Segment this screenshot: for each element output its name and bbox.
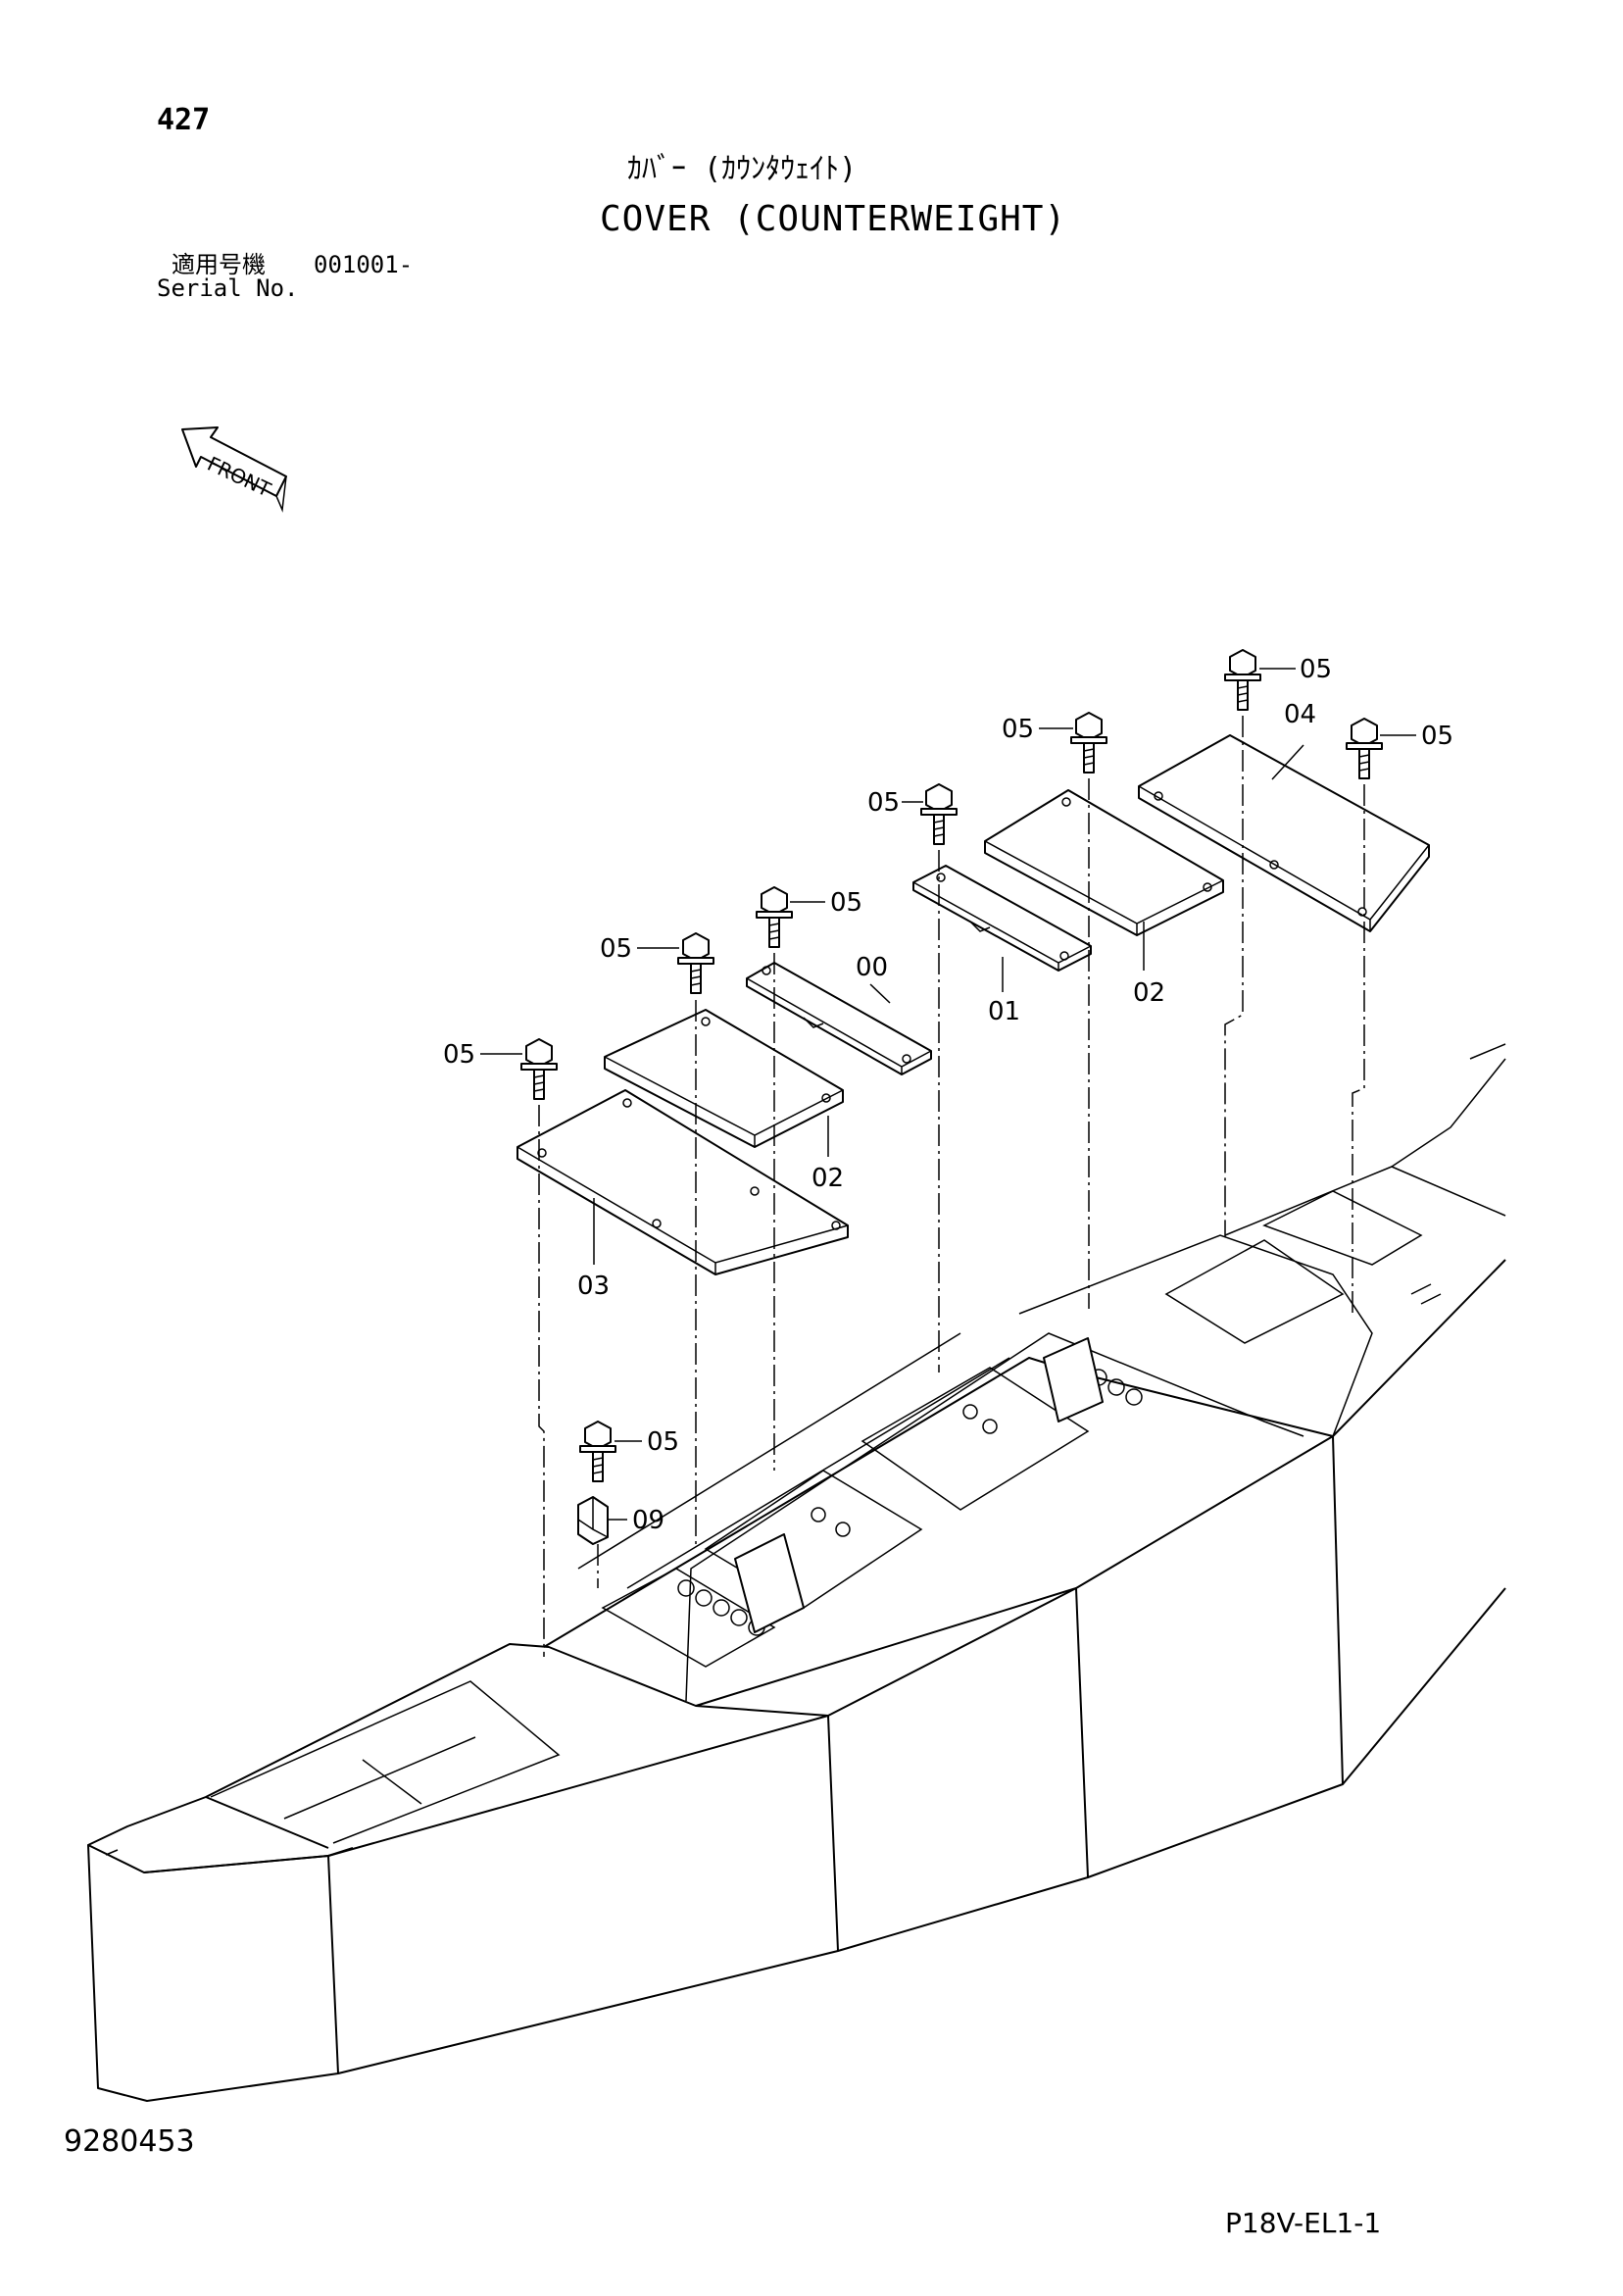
cover-part-04 xyxy=(1138,734,1430,932)
bolt-icon xyxy=(520,1038,558,1100)
leader-lines xyxy=(480,668,1416,1521)
callout-c1: 05 xyxy=(1300,655,1332,684)
title-japanese: ｶﾊﾞｰ (ｶｳﾝﾀｳｪｲﾄ) xyxy=(627,152,858,186)
bolt-icon xyxy=(1346,718,1383,779)
bolt-icon xyxy=(1070,712,1107,774)
assembly-center-lines xyxy=(538,716,1365,1657)
cover-part-03 xyxy=(516,1089,849,1275)
bolt-icon xyxy=(1224,649,1261,711)
callout-c12: 02 xyxy=(812,1164,844,1193)
page-number: 427 xyxy=(157,103,211,137)
bolt-icon xyxy=(920,783,958,845)
serial-value: 001001- xyxy=(314,251,414,278)
callout-c15: 09 xyxy=(632,1506,664,1535)
cover-part-01 xyxy=(912,865,1092,972)
callout-c5: 05 xyxy=(867,788,900,818)
serial-label-english: Serial No. xyxy=(157,275,299,302)
callout-labels: 05 04 05 05 05 05 05 05 00 01 02 02 03 0… xyxy=(443,655,1453,1535)
cover-part-02-right xyxy=(984,789,1224,936)
bolt-icon xyxy=(579,1421,616,1482)
callout-c11: 05 xyxy=(443,1040,475,1070)
drawing-number: 9280453 xyxy=(64,2124,195,2159)
bolt-icon xyxy=(677,932,714,994)
bolt-icon xyxy=(756,886,793,948)
callout-c10: 05 xyxy=(600,934,632,964)
callout-c2: 05 xyxy=(1002,715,1034,744)
callout-c6: 05 xyxy=(830,888,862,918)
bracket-part-09 xyxy=(577,1496,609,1545)
callout-c13: 03 xyxy=(577,1272,610,1301)
callout-c8: 01 xyxy=(988,997,1020,1026)
title-english: COVER (COUNTERWEIGHT) xyxy=(600,199,1067,239)
serial-label-japanese: 適用号機 xyxy=(172,251,266,278)
cover-part-02-left xyxy=(604,1009,844,1148)
callout-c14: 05 xyxy=(647,1427,679,1457)
bolt-icons xyxy=(520,649,1383,1482)
callout-c7: 00 xyxy=(856,953,888,982)
front-arrow-icon: FRONT xyxy=(181,426,287,513)
callout-c4: 05 xyxy=(1421,722,1453,751)
sheet-code: P18V-EL1-1 xyxy=(1225,2207,1382,2239)
counterweight-body xyxy=(87,1043,1506,2102)
callout-c3: 04 xyxy=(1284,700,1316,729)
callout-c9: 02 xyxy=(1133,978,1165,1008)
